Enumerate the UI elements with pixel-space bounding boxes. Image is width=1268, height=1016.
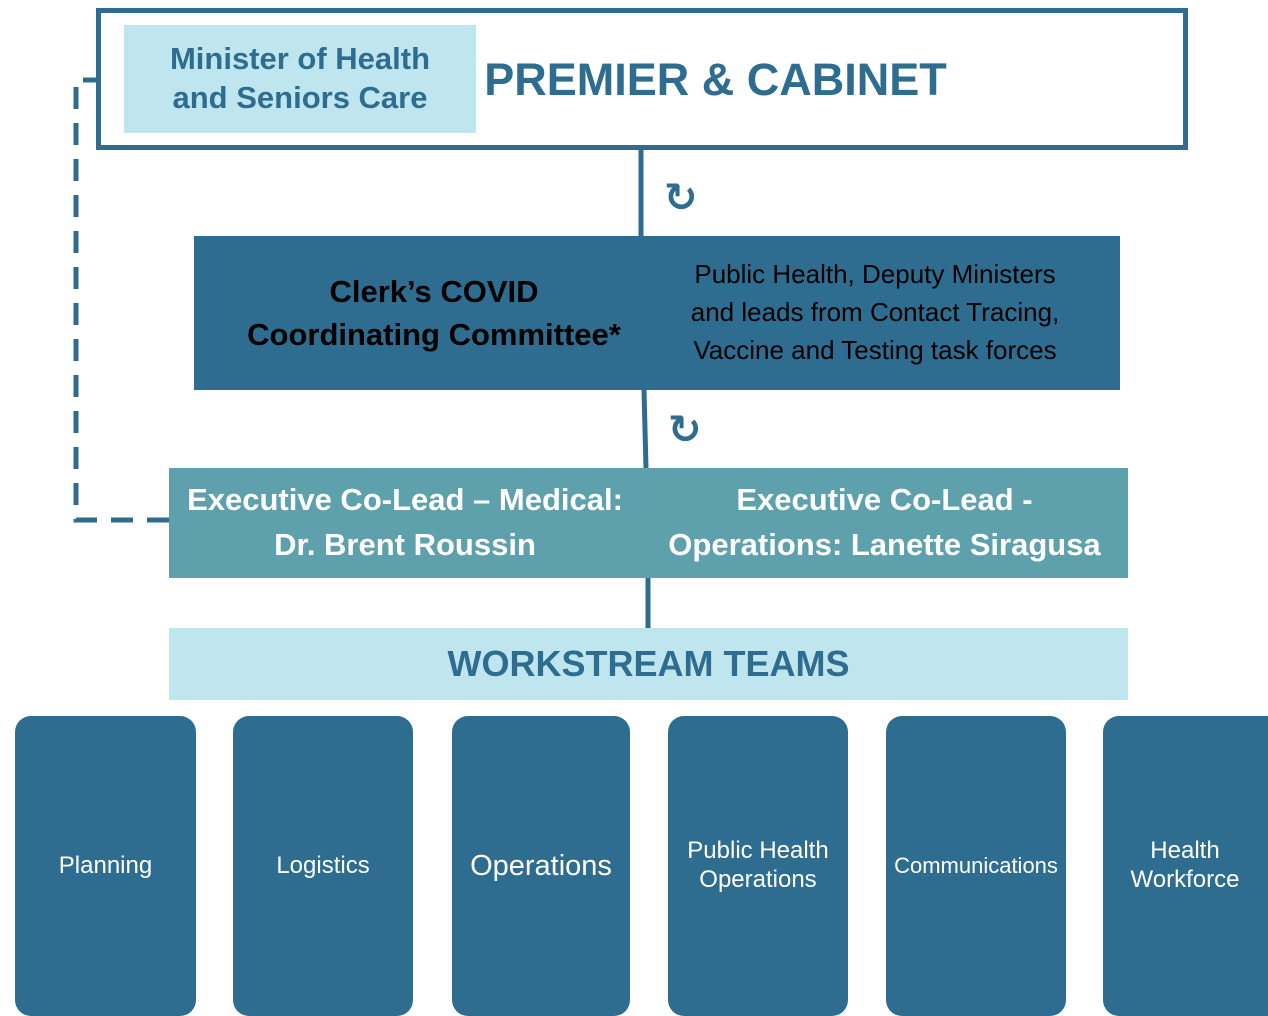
minister-box: Minister of Health and Seniors Care	[124, 25, 476, 133]
team-label: Logistics	[276, 851, 370, 879]
committee-box	[194, 236, 1120, 390]
committee-title-line1: Clerk’s COVID	[329, 273, 539, 309]
team-label-line1: Health	[1150, 837, 1220, 865]
committee-desc-line2: and leads from Contact Tracing,	[690, 297, 1060, 328]
committee-title-line2: Coordinating Committee*	[247, 317, 621, 352]
operations-lead-line2: Operations: Lanette Siragusa	[668, 527, 1101, 562]
team-label-line2: Workforce	[1130, 866, 1240, 893]
team-label: Communications	[894, 852, 1058, 878]
team-health-workforce: Health Workforce	[1103, 716, 1268, 1016]
committee-description: Public Health, Deputy Ministers and lead…	[660, 236, 1090, 390]
team-public-health-operations: Public Health Operations	[668, 716, 848, 1016]
medical-lead-line2: Dr. Brent Roussin	[274, 527, 536, 562]
committee-title: Clerk’s COVID Coordinating Committee*	[194, 236, 674, 390]
cycle-icon: ↻	[664, 176, 698, 220]
team-planning: Planning	[15, 716, 196, 1016]
executive-medical-lead: Executive Co-Lead – Medical: Dr. Brent R…	[169, 468, 641, 578]
medical-lead-line1: Executive Co-Lead – Medical:	[187, 482, 623, 518]
cycle-icon: ↻	[668, 408, 702, 452]
committee-desc-line1: Public Health, Deputy Ministers	[694, 259, 1056, 290]
workstream-teams-header: WORKSTREAM TEAMS	[169, 628, 1128, 700]
team-label-line2: Operations	[699, 866, 817, 893]
connector-committee-executive	[641, 389, 649, 469]
team-communications: Communications	[886, 716, 1066, 1016]
team-operations: Operations	[452, 716, 630, 1016]
executive-box	[169, 468, 1128, 578]
team-label-line1: Public Health	[687, 837, 829, 865]
minister-label-line1: Minister of Health	[169, 41, 431, 77]
committee-desc-line3: Vaccine and Testing task forces	[693, 334, 1057, 365]
team-label: Planning	[58, 851, 153, 879]
executive-operations-lead: Executive Co-Lead - Operations: Lanette …	[641, 468, 1128, 578]
operations-lead-line1: Executive Co-Lead -	[736, 482, 1033, 518]
premier-cabinet-title: PREMIER & CABINET	[484, 54, 947, 105]
minister-label-line2: and Seniors Care	[172, 80, 428, 115]
dashed-reporting-line	[73, 77, 169, 523]
team-label: Operations	[470, 849, 612, 882]
team-logistics: Logistics	[233, 716, 413, 1016]
